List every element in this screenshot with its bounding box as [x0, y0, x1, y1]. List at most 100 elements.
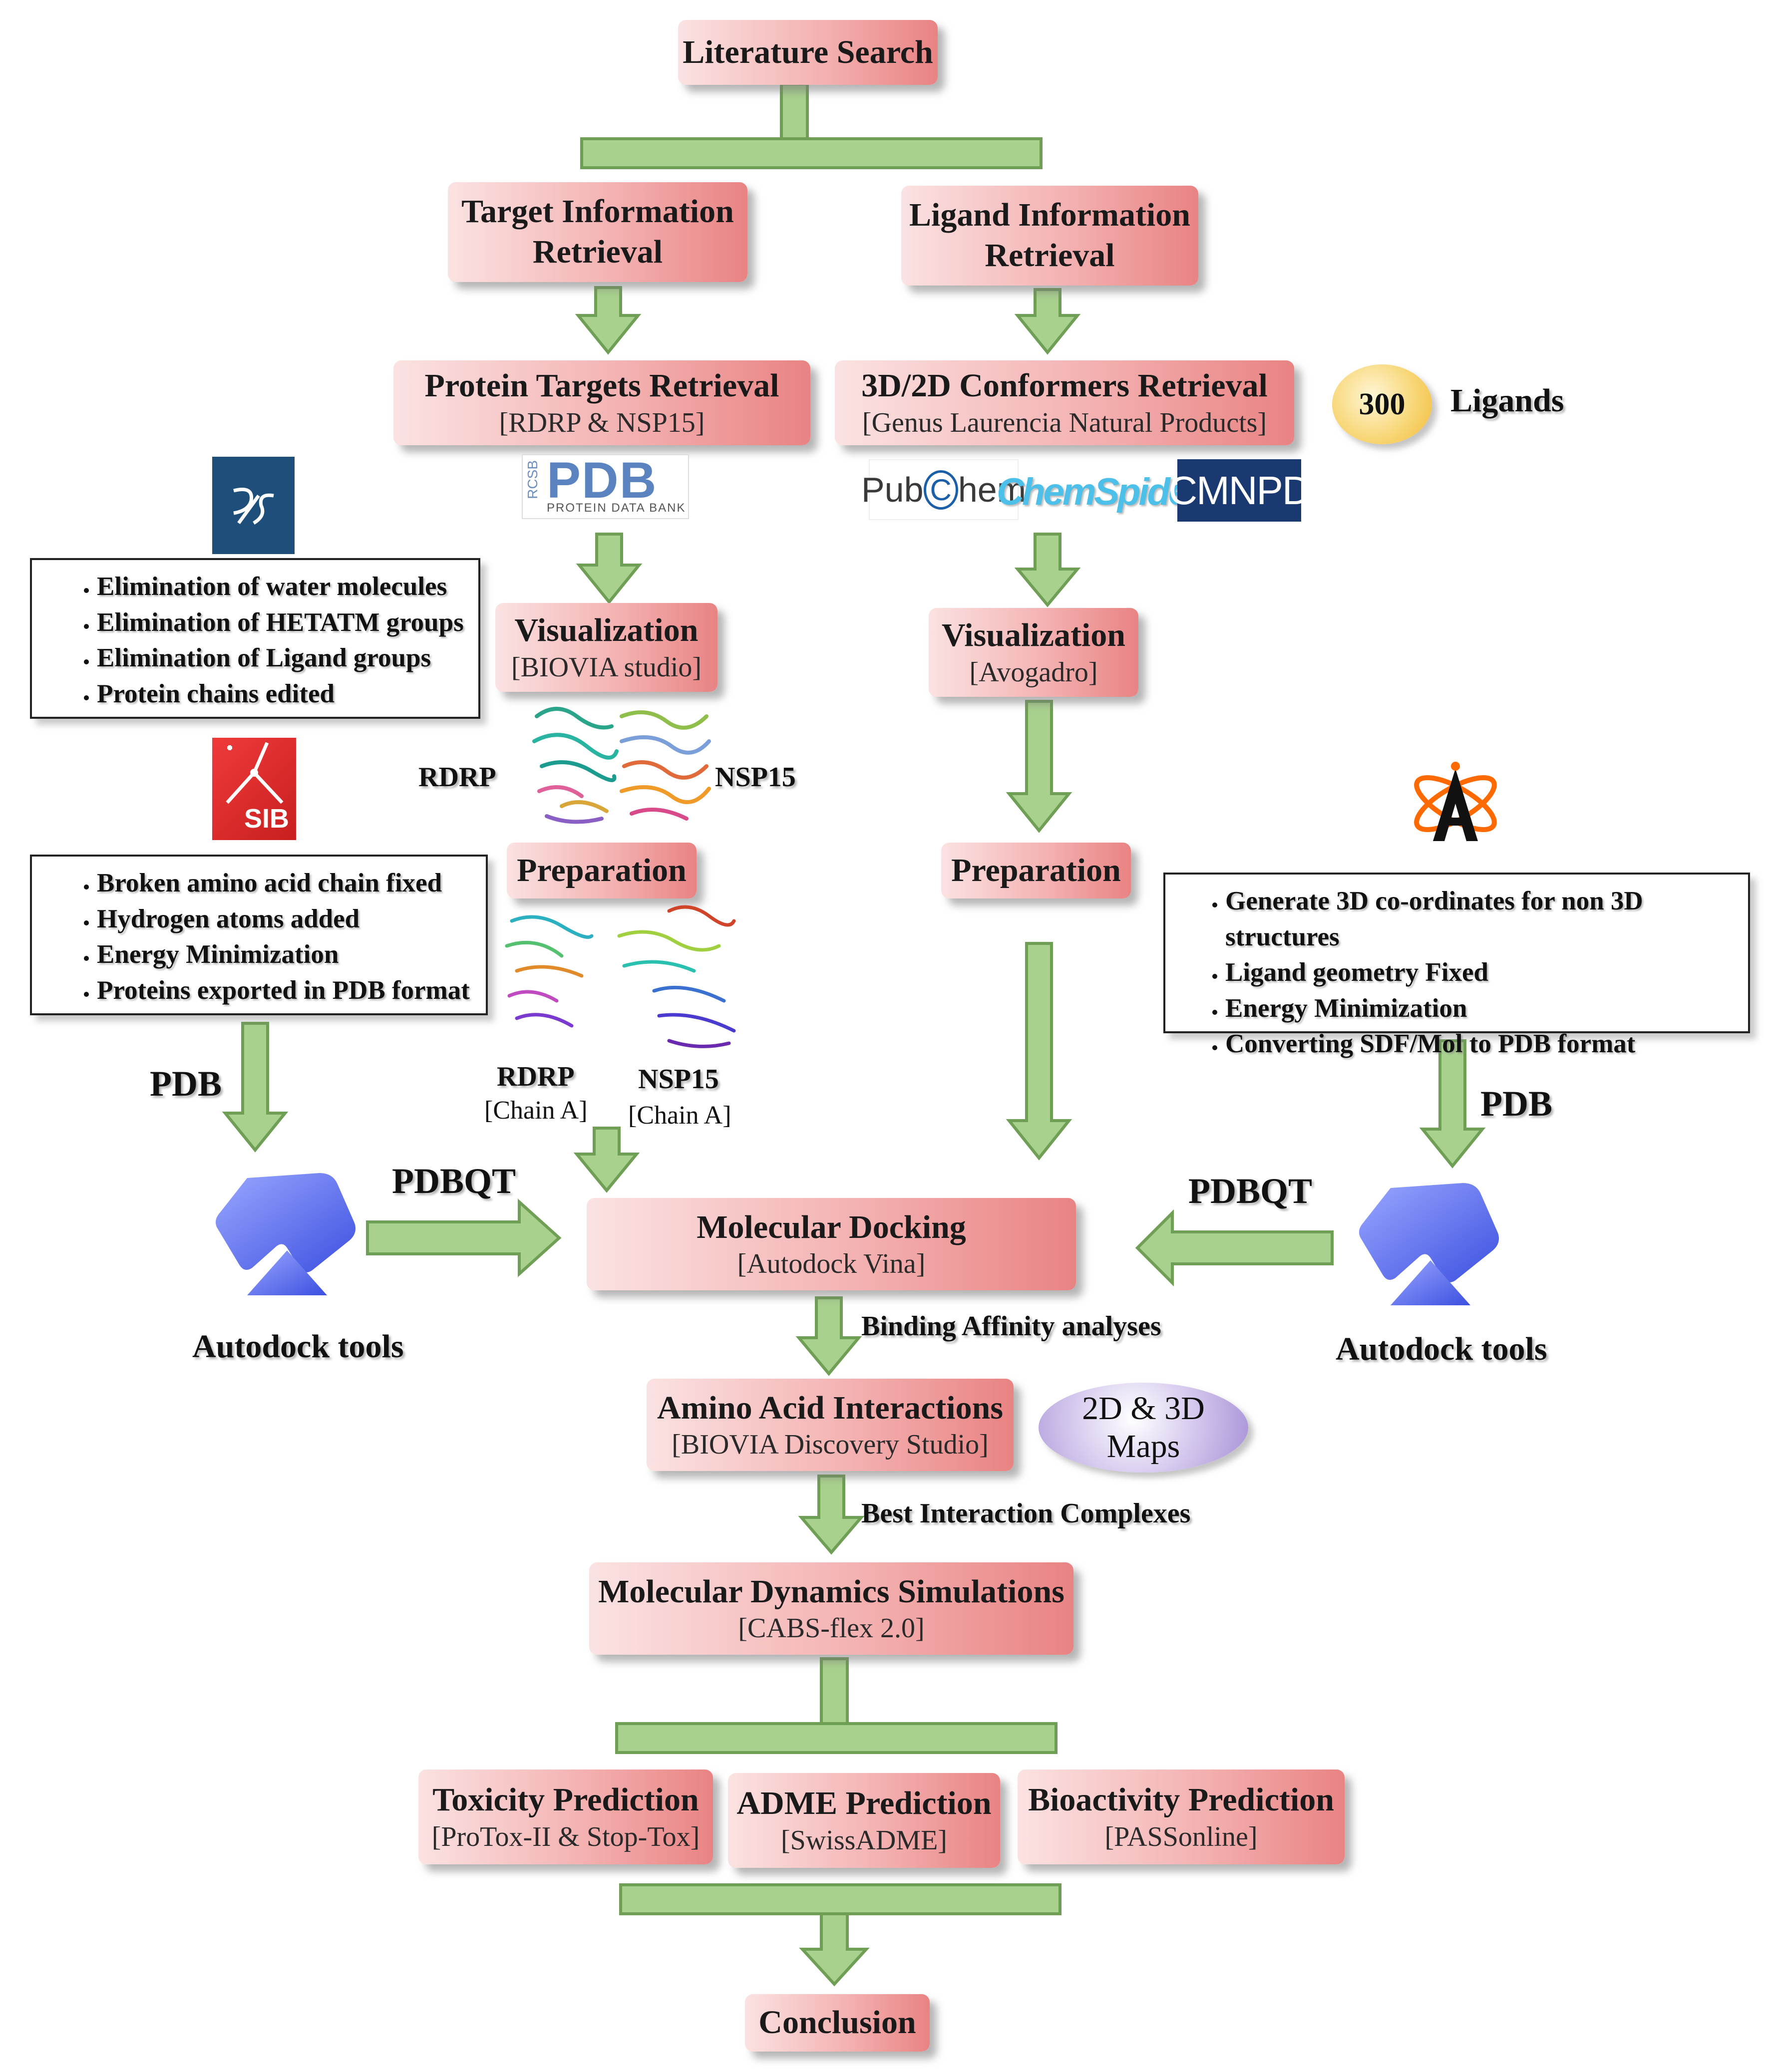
maps-badge-line1: 2D & 3D [1082, 1390, 1205, 1427]
ligand-count-badge: 300 [1332, 364, 1432, 444]
bioactivity-title: Bioactivity Prediction [1028, 1781, 1334, 1818]
list-item: Energy Minimization [1225, 991, 1738, 1027]
autodock-left-label: Autodock tools [192, 1328, 404, 1365]
protein-repair-list: Broken amino acid chain fixed Hydrogen a… [30, 855, 488, 1015]
preparation-right-box: Preparation [941, 843, 1131, 898]
molecular-docking-sub: [Autodock Vina] [737, 1248, 926, 1280]
connector-stem-mid [820, 1657, 849, 1725]
rdrp-chain-label: [Chain A] [484, 1096, 588, 1125]
arrow-preparation-to-docking [1006, 942, 1072, 1161]
list-item: Ligand geometry Fixed [1225, 955, 1738, 991]
biovia-logo [212, 457, 295, 554]
conformers-title: 3D/2D Conformers Retrieval [861, 367, 1268, 404]
conformers-box: 3D/2D Conformers Retrieval [Genus Lauren… [835, 360, 1294, 445]
autodock-left-icon [215, 1173, 356, 1295]
amino-acid-title: Amino Acid Interactions [657, 1389, 1003, 1426]
amino-acid-sub: [BIOVIA Discovery Studio] [672, 1429, 989, 1461]
adme-title: ADME Prediction [736, 1785, 992, 1822]
list-item: Energy Minimization [97, 937, 476, 973]
amino-acid-box: Amino Acid Interactions [BIOVIA Discover… [647, 1379, 1014, 1471]
target-info-box: Target Information Retrieval [448, 182, 747, 282]
arrow-pdb-to-visualization [576, 533, 643, 604]
ligand-count-label: Ligands [1450, 382, 1564, 419]
list-item: Proteins exported in PDB format [97, 973, 476, 1009]
toxicity-sub: [ProTox-II & Stop-Tox] [431, 1821, 700, 1852]
pdbqt-left-label: PDBQT [392, 1161, 516, 1201]
visualization-right-sub: [Avogadro] [969, 656, 1098, 688]
list-item: Converting SDF/Mol to PDB format [1225, 1026, 1738, 1062]
toxicity-box: Toxicity Prediction [ProTox-II & Stop-To… [418, 1770, 713, 1864]
bioactivity-box: Bioactivity Prediction [PASSonline] [1018, 1770, 1345, 1864]
ligand-count-value: 300 [1359, 387, 1406, 421]
list-item: Generate 3D co-ordinates for non 3D stru… [1225, 884, 1738, 955]
protein-targets-box: Protein Targets Retrieval [RDRP & NSP15] [393, 360, 810, 445]
molecular-docking-title: Molecular Docking [697, 1208, 966, 1245]
pubchem-text-b: C [923, 470, 958, 510]
preparation-right-title: Preparation [951, 852, 1121, 888]
rdrp-structure-icon [532, 707, 619, 824]
connector-bar-top [580, 137, 1043, 169]
pdb-text: PDB [547, 452, 658, 509]
chemspider-text: ChemSpider [997, 470, 1202, 513]
ligand-prep-list: Generate 3D co-ordinates for non 3D stru… [1163, 873, 1750, 1058]
conclusion-box: Conclusion [745, 1994, 930, 2052]
rdrp-chain-name: RDRP [497, 1061, 575, 1092]
avogadro-logo-icon [1414, 762, 1497, 841]
arrow-docking-to-amino [795, 1296, 862, 1376]
pdb-caption: PROTEIN DATA BANK [547, 501, 686, 515]
list-item: Hydrogen atoms added [97, 901, 476, 937]
biovia-3ds-icon [233, 487, 274, 525]
preparation-left-title: Preparation [517, 852, 687, 888]
visualization-left-sub: [BIOVIA studio] [511, 651, 702, 683]
adme-sub: [SwissADME] [781, 1824, 947, 1856]
arrow-amino-to-md [798, 1475, 865, 1555]
cmnpd-text: CMNPD [1168, 468, 1311, 513]
arrow-logos-to-visualization [1014, 533, 1081, 607]
connector-bar-bottom [619, 1883, 1061, 1915]
ligand-info-box: Ligand Information Retrieval [901, 186, 1198, 286]
bioactivity-sub: [PASSonline] [1104, 1821, 1258, 1852]
arrow-to-conclusion [799, 1912, 870, 1987]
arrow-pdbqt-left [366, 1198, 562, 1277]
pdbqt-right-label: PDBQT [1188, 1171, 1313, 1211]
list-item: Protein chains edited [97, 676, 468, 712]
visualization-left-title: Visualization [514, 612, 699, 649]
ligand-info-title-2: Retrieval [985, 237, 1115, 274]
autodock-right-label: Autodock tools [1336, 1331, 1547, 1367]
connector-bar-mid [615, 1722, 1058, 1754]
arrow-proteins-to-docking [573, 1127, 640, 1193]
rdrp-label: RDRP [418, 762, 496, 793]
literature-search-title: Literature Search [683, 33, 933, 70]
chemspider-logo: ChemSpider [997, 462, 1202, 522]
connector-stem-top [780, 82, 809, 140]
rcsb-text: RCSB [525, 460, 540, 499]
cmnpd-logo: CMNPD [1168, 459, 1311, 522]
protein-targets-sub: [RDRP & NSP15] [499, 407, 705, 438]
rcsb-pdb-logo: RCSB PDB PROTEIN DATA BANK [522, 452, 689, 519]
target-info-title-1: Target Information [461, 193, 734, 230]
nsp15-chain-name: NSP15 [638, 1064, 719, 1095]
arrow-ligand-to-conformers [1014, 288, 1081, 355]
nsp15-chain-icon [617, 905, 736, 1048]
arrow-pdbqt-right [1135, 1209, 1334, 1287]
md-simulation-sub: [CABS-flex 2.0] [738, 1613, 925, 1644]
pubchem-text-c: hem [958, 470, 1027, 509]
conformers-sub: [Genus Laurencia Natural Products] [862, 407, 1267, 438]
arrow-visualization-to-preparation [1006, 700, 1072, 833]
pdb-left-label: PDB [150, 1064, 222, 1104]
protein-targets-title: Protein Targets Retrieval [424, 367, 779, 404]
maps-badge-line2: Maps [1106, 1428, 1180, 1465]
pubchem-text-a: Pub [861, 470, 924, 509]
visualization-left-box: Visualization [BIOVIA studio] [495, 603, 717, 692]
list-item: Elimination of HETATM groups [97, 605, 468, 641]
sib-logo: SIB [212, 738, 296, 840]
visualization-right-box: Visualization [Avogadro] [929, 608, 1138, 697]
list-item: Elimination of Ligand groups [97, 640, 468, 676]
nsp15-chain-label: [Chain A] [628, 1101, 731, 1130]
list-item: Broken amino acid chain fixed [97, 866, 476, 901]
maps-badge: 2D & 3D Maps [1039, 1383, 1248, 1473]
target-info-title-2: Retrieval [532, 234, 663, 270]
